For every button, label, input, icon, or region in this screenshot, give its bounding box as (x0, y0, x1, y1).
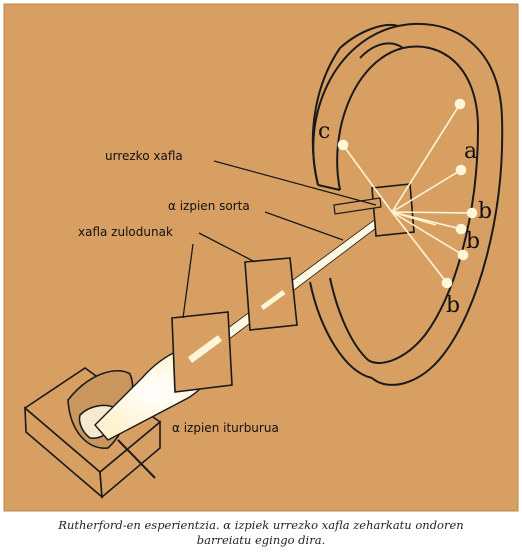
caption-line-2: barreiatu egingo dira. (196, 533, 326, 547)
ring-outer-back (312, 22, 504, 386)
slit-plates (171, 257, 298, 393)
figure-caption: Rutherford-en esperientzia. α izpiek urr… (0, 518, 522, 548)
label-slit-plates: xafla zulodunak (78, 225, 173, 239)
label-ray-b2: b (466, 229, 480, 254)
ring-front-left (317, 184, 341, 191)
label-ray-b3: b (446, 293, 460, 318)
ray-b3-dot (457, 249, 469, 261)
ray-b1-dot (466, 207, 478, 219)
ray-top-line (391, 103, 461, 213)
ray-a-dot (455, 164, 467, 176)
beam-through-plate-2 (260, 289, 286, 311)
leader-lines (182, 160, 377, 319)
rutherford-experiment-diagram: urrezko xafla α izpien sorta xafla zulod… (3, 3, 519, 512)
ray-c-line (342, 144, 393, 213)
beam-through-plate-1 (187, 335, 223, 363)
ray-b4-dot (441, 277, 453, 289)
label-ray-b1: b (478, 199, 492, 224)
leader-foil (213, 160, 377, 206)
ray-b2-dot (455, 223, 467, 235)
ring-inner-top (359, 42, 404, 59)
ray-b3-line (391, 211, 464, 256)
ray-b1-line (391, 211, 473, 214)
ray-a-line (391, 169, 462, 213)
ring-inner-back (336, 45, 480, 364)
ray-top-dot (454, 98, 466, 110)
detector-screen-ring (309, 22, 504, 386)
leader-beam (264, 211, 344, 241)
label-source: α izpien iturburua (172, 421, 279, 435)
slit-plate-2 (244, 257, 298, 331)
scattered-rays (337, 98, 478, 289)
caption-line-1: Rutherford-en esperientzia. α izpiek urr… (58, 518, 464, 532)
leader-slit-1 (182, 243, 194, 319)
ray-c-dot (337, 139, 349, 151)
label-beam: α izpien sorta (168, 199, 250, 213)
label-ray-c: c (318, 119, 330, 144)
ring-top-edge (339, 24, 399, 49)
ray-mid-line (391, 211, 437, 226)
ring-opening-bottom-inner (329, 277, 369, 361)
foil-holder (333, 197, 382, 215)
ray-b4-line (391, 211, 448, 284)
label-ray-a: a (464, 139, 477, 164)
ring-opening-bottom (309, 281, 373, 379)
label-foil: urrezko xafla (105, 149, 183, 163)
ring-front-top (311, 47, 341, 186)
source-stand (117, 439, 156, 479)
leader-slit-2 (198, 232, 256, 263)
